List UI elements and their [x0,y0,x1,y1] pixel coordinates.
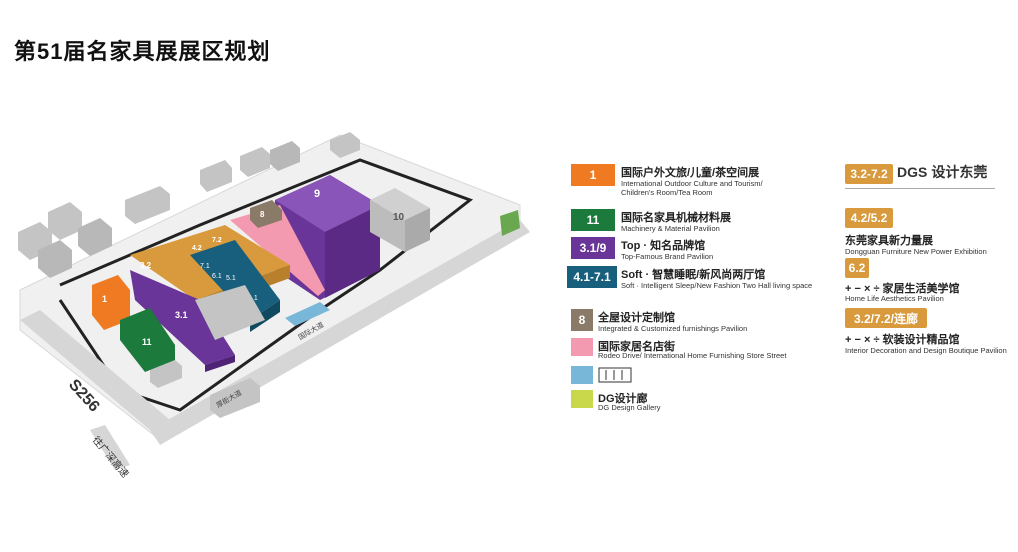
hall-7-1-label: 7.1 [200,263,210,270]
legend-swatch: 4.1-7.1 [567,266,617,288]
hall-7-2-label: 7.2 [212,237,222,244]
road-s256 [20,310,170,430]
right-badge-3-2-7-2-corridor: 3.2/7.2/连廊 [845,308,927,328]
right-badge-3-2-7-2: 3.2-7.2 [845,164,893,184]
legend-swatch [571,390,593,408]
hall-9[interactable] [275,175,380,300]
right-badge-6-2: 6.2 [845,258,869,278]
hall-9-label: 9 [314,188,320,200]
hall-11[interactable] [120,308,175,372]
dg-design-gallery-building[interactable] [500,210,520,236]
special-area-logo-icon [598,367,632,383]
hall-3-2-label: 3.2 [140,261,152,270]
right-badge-4-2-5-2: 4.2/5.2 [845,208,893,228]
special-area-blue[interactable] [285,302,330,326]
dgs-logo: DGS 设计东莞 [897,164,988,180]
hall-10[interactable] [370,188,430,252]
surrounding-buildings [18,132,360,418]
legend-swatch: 3.1/9 [571,237,615,259]
connector-building [195,285,265,340]
hall-8-label: 8 [260,210,265,219]
legend-swatch: 11 [571,209,615,231]
hall-4-2-label: 4.2 [192,245,202,252]
hall-3-1[interactable] [130,270,235,372]
divider [845,188,995,189]
hall-1-label: 1 [102,294,107,304]
hall-6-1-label: 6.1 [212,273,222,280]
hall-4-1-7-1[interactable] [190,240,280,332]
hall-11-label: 11 [142,337,152,347]
legend-swatch: 1 [571,164,615,186]
legend-swatch [571,338,593,356]
exhibition-map: 9 10 3.2 4.2 7.2 8 7.1 6.1 5.1 4.1 3.1 1 [18,132,530,480]
legend-swatch [571,366,593,384]
hall-4-1-label: 4.1 [248,295,258,302]
hall-5-1-label: 5.1 [226,275,236,282]
road-exit [90,425,130,470]
hall-1[interactable] [92,275,130,330]
page-title: 第51届名家具展展区规划 [14,39,271,64]
hall-3-1-label: 3.1 [175,310,188,320]
hall-10-label: 10 [393,212,405,223]
dgs-logo-icon: DGS [897,164,928,180]
legend-swatch: 8 [571,309,593,331]
hall-8[interactable] [250,200,282,228]
rodeo-drive-street[interactable] [230,205,325,296]
